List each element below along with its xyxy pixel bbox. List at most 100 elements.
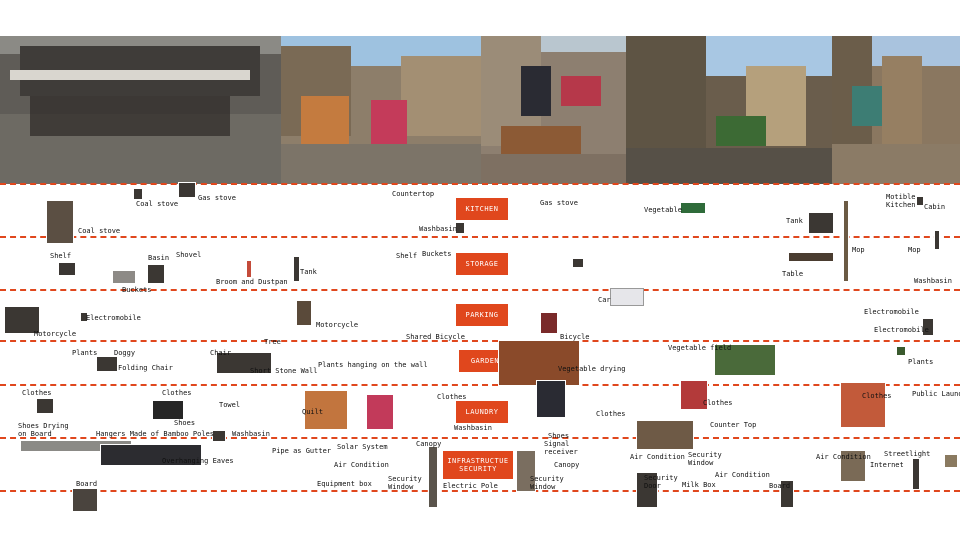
counter-top-object bbox=[636, 420, 694, 450]
label-electromobile: Electromobile bbox=[874, 326, 929, 334]
board-object bbox=[72, 488, 98, 512]
label-vegetable: Vegetable bbox=[644, 206, 682, 214]
bicycle-object bbox=[540, 312, 558, 334]
label-shoes: Shoes bbox=[548, 432, 570, 440]
label-broom-dustpan: Broom and Dustpan bbox=[216, 278, 288, 286]
broom-object bbox=[246, 260, 252, 278]
coal-stove-object bbox=[133, 188, 143, 200]
label-canopy: Canopy bbox=[416, 440, 442, 448]
label-vegetable-field: Vegetable field bbox=[668, 344, 732, 352]
label-coal-stove: Coal stove bbox=[78, 227, 121, 235]
label-plants: Plants bbox=[72, 349, 98, 357]
label-buckets: Buckets bbox=[122, 286, 152, 294]
label-internet: Internet bbox=[870, 461, 904, 469]
label-doggy: Doggy bbox=[114, 349, 136, 357]
label-towel: Towel bbox=[219, 401, 241, 409]
label-electromobile: Electromobile bbox=[86, 314, 141, 322]
label-air-condition: Air Condition bbox=[334, 461, 389, 469]
washbasin-object bbox=[455, 222, 465, 234]
tank-object bbox=[293, 256, 300, 282]
label-security-window: Security Window bbox=[530, 475, 564, 491]
row-divider bbox=[0, 490, 960, 492]
label-milk-box: Milk Box bbox=[682, 481, 716, 489]
mop-object bbox=[934, 230, 940, 250]
category-kitchen: KITCHEN bbox=[456, 198, 508, 220]
label-shared-bicycle: Shared Bicycle bbox=[406, 333, 466, 341]
category-infrastructure-security: INFRASTRUCTUE SECURITY bbox=[443, 451, 513, 479]
security-window-object bbox=[516, 450, 536, 492]
row-divider bbox=[0, 340, 960, 342]
basin-object bbox=[112, 270, 136, 284]
doggy-object bbox=[96, 356, 118, 372]
mop-object bbox=[843, 200, 849, 282]
label-washbasin: Washbasin bbox=[914, 277, 952, 285]
buckets-object bbox=[147, 264, 165, 284]
label-washbasin: Washbasin bbox=[419, 225, 457, 233]
photo-vegetable-stall bbox=[481, 36, 626, 184]
tank-object bbox=[808, 212, 834, 234]
gas-stove-object bbox=[178, 182, 196, 198]
label-solar-system: Solar System bbox=[337, 443, 388, 451]
label-clothes: Clothes bbox=[437, 393, 467, 401]
label-car: Car bbox=[598, 296, 611, 304]
label-chair: Chair bbox=[210, 349, 232, 357]
label-pipe-gutter: Pipe as Gutter bbox=[272, 447, 332, 455]
eaves-object bbox=[100, 444, 202, 466]
label-air-condition: Air Condition bbox=[816, 453, 871, 461]
label-shovel: Shovel bbox=[176, 251, 202, 259]
shelf-object bbox=[58, 262, 76, 276]
vegetable-field-object bbox=[714, 344, 776, 376]
label-gas-stove: Gas stove bbox=[540, 199, 578, 207]
vegetable-object bbox=[680, 202, 706, 214]
label-mop: Mop bbox=[852, 246, 865, 254]
label-clothes: Clothes bbox=[162, 389, 192, 397]
streetlight-object bbox=[912, 458, 920, 490]
label-tank: Tank bbox=[300, 268, 317, 276]
category-storage: STORAGE bbox=[456, 253, 508, 275]
label-shoes-drying-board: Shoes Drying on Board bbox=[18, 422, 69, 438]
label-overhanging-eaves: Overhanging Eaves bbox=[162, 457, 234, 465]
photo-courtyard bbox=[0, 36, 281, 184]
label-cabin: Cabin bbox=[924, 203, 946, 211]
quilt-object bbox=[304, 390, 348, 430]
air-condition-object bbox=[840, 450, 866, 482]
label-counter-top: Counter Top bbox=[710, 421, 757, 429]
label-motorcycle: Motorcycle bbox=[316, 321, 359, 329]
clothes-object bbox=[366, 394, 394, 430]
label-security-window: Security Window bbox=[688, 451, 722, 467]
board-object bbox=[944, 454, 958, 468]
category-parking: PARKING bbox=[456, 304, 508, 326]
label-shelf: Shelf bbox=[396, 252, 418, 260]
label-stone-wall: Short Stone Wall bbox=[250, 367, 318, 375]
label-clothes: Clothes bbox=[22, 389, 52, 397]
label-clothes: Clothes bbox=[596, 410, 626, 418]
label-shoes: Shoes bbox=[174, 419, 196, 427]
chair-object bbox=[216, 352, 272, 374]
label-board: Board bbox=[769, 482, 791, 490]
label-signal-receiver: Signal receiver bbox=[544, 440, 578, 456]
bucket-object bbox=[572, 258, 584, 268]
plants-object bbox=[896, 346, 906, 356]
label-tree: Tree bbox=[264, 338, 281, 346]
label-plants-wall: Plants hanging on the wall bbox=[318, 361, 428, 369]
clothes-object bbox=[152, 400, 184, 420]
label-basin: Basin bbox=[148, 254, 170, 262]
motorcycle-object bbox=[296, 300, 312, 326]
washbasin-object bbox=[212, 430, 226, 442]
row-divider bbox=[0, 236, 960, 238]
row-divider bbox=[0, 183, 960, 185]
label-shelf: Shelf bbox=[50, 252, 72, 260]
label-electromobile: Electromobile bbox=[864, 308, 919, 316]
photo-strip bbox=[0, 36, 960, 184]
label-motible-kitchen: Motible Kitchen bbox=[886, 193, 916, 209]
photo-lane bbox=[626, 36, 832, 184]
label-gas-stove: Gas stove bbox=[198, 194, 236, 202]
board-object bbox=[780, 480, 794, 508]
label-security-window: Security Window bbox=[388, 475, 422, 491]
photo-side-street bbox=[832, 36, 960, 184]
security-door-object bbox=[636, 472, 658, 508]
electromobile-object bbox=[80, 312, 88, 322]
label-clothes: Clothes bbox=[862, 392, 892, 400]
clothes-object bbox=[36, 398, 54, 414]
label-vegetable-drying: Vegetable drying bbox=[558, 365, 626, 373]
